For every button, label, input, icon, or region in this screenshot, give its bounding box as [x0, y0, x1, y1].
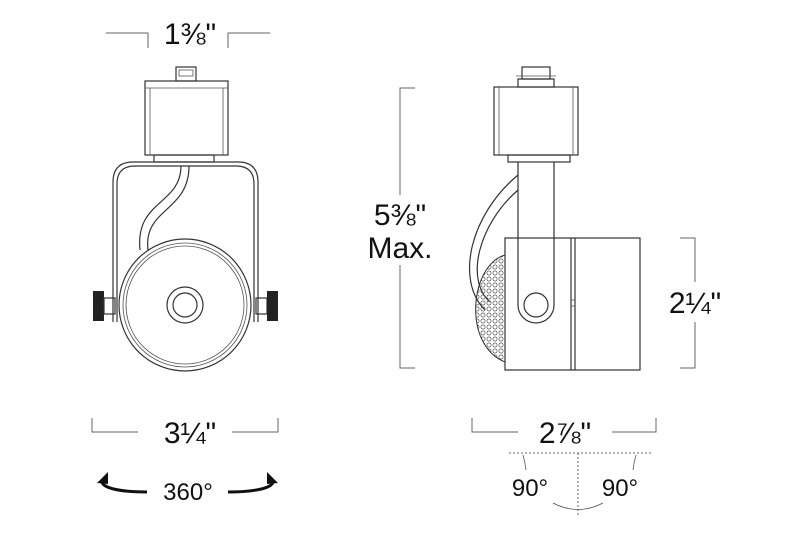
lamp-head-front [118, 238, 252, 372]
track-adapter [144, 66, 229, 163]
power-cable [139, 165, 182, 251]
dimension-bottom-width: 3¼" [91, 417, 279, 450]
tilt-right-label: 90° [602, 475, 638, 502]
rotate-arrow-right-icon [227, 479, 275, 494]
mounting-arm [517, 162, 555, 324]
lens [166, 286, 204, 324]
track-adapter-side [493, 66, 579, 163]
dimension-head-height: 2¼" [669, 237, 721, 369]
yoke [112, 161, 259, 322]
pivot-screw [523, 292, 549, 318]
dimension-overall-height: 5⅜" Max. [367, 87, 433, 369]
heat-sink-mesh [475, 254, 506, 363]
head-depth-label: 2⅞" [539, 417, 591, 450]
tilt-left-label: 90° [512, 475, 548, 502]
lamp-head-side [475, 237, 641, 371]
bottom-width-label: 3¼" [164, 417, 216, 450]
tilt-indicator: 90° 90° [509, 452, 652, 517]
adjustment-knob-left [93, 291, 116, 321]
front-view: 1⅜" [91, 18, 279, 506]
rotate-arrow-left-icon [100, 479, 148, 494]
top-width-label: 1⅜" [164, 18, 216, 51]
height-note-label: Max. [367, 232, 432, 265]
rotation-indicator: 360° [97, 472, 278, 506]
side-view: 2¼" 2⅞" 90° 90° [468, 66, 721, 517]
height-value-label: 5⅜" [374, 199, 426, 232]
head-height-label: 2¼" [669, 287, 721, 320]
dimension-top-width: 1⅜" [106, 18, 270, 51]
dimension-head-depth: 2⅞" [471, 417, 657, 450]
rotation-label: 360° [163, 479, 213, 506]
adjustment-knob-right [255, 291, 278, 321]
